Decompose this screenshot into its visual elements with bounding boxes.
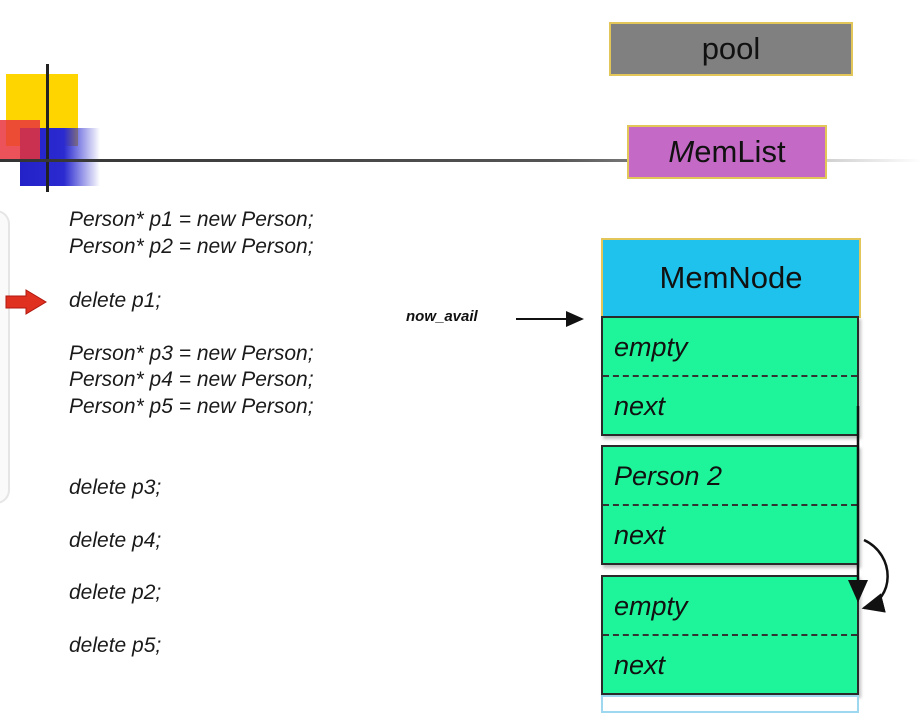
code-line-1: Person* p1 = new Person; (69, 208, 314, 231)
pool-label: pool (701, 31, 761, 66)
code-line-3: delete p1; (69, 289, 162, 312)
mem-node-2-data: Person 2 (603, 447, 857, 506)
memnode-label-box: MemNode (601, 238, 861, 318)
code-line-9: delete p2; (69, 581, 162, 604)
header-divider-line (0, 159, 922, 162)
code-line-7: delete p3; (69, 476, 162, 499)
code-line-4: Person* p3 = new Person; (69, 342, 314, 365)
code-line-2: Person* p2 = new Person; (69, 235, 314, 258)
code-line-8: delete p4; (69, 529, 162, 552)
logo-red-square (0, 120, 40, 162)
code-line-5: Person* p4 = new Person; (69, 368, 314, 391)
memnode-label: MemNode (659, 260, 803, 295)
mem-node-3-data: empty (603, 577, 857, 636)
node-2-next-link (861, 538, 889, 613)
now-avail-label: now_avail (406, 308, 478, 325)
mem-node-1: empty next (601, 316, 859, 436)
code-line-6: Person* p5 = new Person; (69, 395, 314, 418)
mem-node-3: empty next (601, 575, 859, 695)
mem-node-2-next: next (614, 520, 666, 550)
pool-label-box: pool (609, 22, 853, 76)
mem-node-1-data: empty (603, 318, 857, 377)
mem-node-2: Person 2 next (601, 445, 859, 565)
memlist-label-box: MemList (627, 125, 827, 179)
current-line-arrow-icon (5, 289, 47, 315)
code-line-10: delete p5; (69, 634, 162, 657)
memlist-label: MemList (668, 134, 786, 169)
mem-node-3-next: next (614, 650, 666, 680)
mem-node-bottom-strip (601, 695, 859, 713)
logo-vertical-line (46, 64, 49, 192)
mem-node-1-next: next (614, 391, 666, 421)
